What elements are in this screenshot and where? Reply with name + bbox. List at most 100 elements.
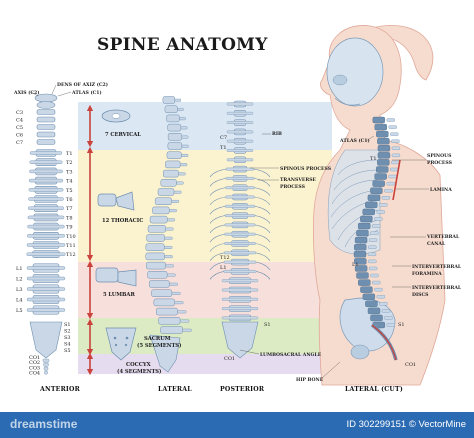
posterior-transverse-process [226, 177, 254, 179]
lateral-vertebra [151, 290, 171, 297]
process-l3 [27, 288, 65, 291]
cut-spinous-process [374, 288, 382, 291]
cut-vertebra [358, 223, 370, 229]
cut-vertebra [358, 280, 370, 286]
lateral-vertebra [161, 327, 183, 334]
coccyx-co4 [45, 371, 48, 374]
cut-vertebra [356, 273, 368, 279]
cut-spinous-process [377, 295, 385, 298]
cut-spinous-process [370, 274, 378, 277]
cervical-label: 7 CERVICAL [105, 132, 141, 138]
process-t4 [29, 179, 63, 182]
rib-label: RIB [272, 131, 282, 137]
cut-spinous-process [379, 203, 387, 206]
level-c4: C4 [16, 118, 23, 124]
lateral-vertebra [150, 216, 167, 223]
process-t9 [28, 225, 65, 228]
process-t1 [30, 152, 62, 155]
image-credit: ID 302299151 © VectorMine [347, 419, 467, 430]
cut-spinous-process [392, 154, 400, 157]
lateral-process [177, 311, 186, 314]
process-t8 [28, 216, 64, 219]
lateral-vertebra [154, 299, 175, 306]
cut-spinous-process [377, 210, 385, 213]
cut-canal-label-2: CANAL [427, 241, 446, 247]
vertebra-c3 [37, 110, 55, 115]
lateral-vertebra [161, 179, 177, 186]
sacrum-label: SACRUM [144, 336, 171, 342]
cut-l1: L1 [352, 262, 359, 268]
lateral-vertebra [163, 170, 178, 177]
level-c3: C3 [16, 110, 23, 116]
cut-spinous-process [374, 217, 382, 220]
transverse-process-label-2: PROCESS [280, 184, 306, 190]
coccyx-label: COCCYX [126, 362, 152, 368]
lateral-vertebra [168, 124, 181, 131]
posterior-transverse-process [227, 140, 253, 142]
vertebra-c4 [37, 117, 55, 122]
posterior-transverse-process [227, 121, 253, 123]
cut-vertebra [363, 209, 375, 215]
level-s3: S3 [64, 335, 71, 341]
vertebra-c6 [37, 132, 55, 137]
process-t7 [28, 207, 64, 210]
lateral-vertebra [165, 161, 180, 168]
lateral-process [166, 228, 174, 231]
cut-vertebra [360, 287, 372, 293]
posterior-transverse-process [224, 252, 256, 254]
posterior-transverse-process [225, 224, 255, 226]
lateral-process [178, 173, 185, 176]
cut-vertebra [365, 301, 377, 307]
cut-vertebra [356, 230, 368, 236]
cut-spinous-process [390, 168, 398, 171]
thoracic-label: 12 THORACIC [102, 218, 143, 224]
process-t5 [29, 188, 63, 191]
anterior-sacrum [30, 322, 62, 358]
posterior-transverse-process [222, 289, 258, 291]
cut-spinous-label-2: PROCESS [427, 160, 453, 166]
level-t6: T6 [66, 197, 73, 203]
lateral-vertebra [147, 235, 165, 242]
cut-spinous-process [372, 281, 380, 284]
lateral-process [181, 154, 188, 157]
lateral-process [182, 145, 189, 148]
lateral-vertebra [167, 115, 180, 122]
posterior-t12: T12 [220, 255, 230, 261]
spinous-process-label: SPINOUS PROCESS [280, 166, 332, 172]
level-t3: T3 [66, 169, 73, 175]
cut-spinous-process [389, 126, 397, 129]
posterior-transverse-process [226, 187, 255, 189]
sacrum-segments-label: (5 SEGMENTS) [137, 342, 182, 349]
posterior-transverse-process [225, 233, 256, 235]
cut-spinous-process [392, 147, 400, 150]
cut-spinous-process [391, 140, 399, 143]
lateral-process [180, 320, 189, 323]
lateral-vertebra [168, 133, 182, 140]
dreamstime-logo: dreamstime [10, 417, 77, 431]
posterior-t1: T1 [220, 145, 227, 151]
cut-vertebra [375, 124, 387, 130]
posterior-transverse-process [227, 103, 253, 105]
posterior-c7: C7 [220, 135, 227, 141]
cut-discs-label: INTERVERTEBRAL [412, 285, 462, 291]
cut-spinous-process [379, 302, 387, 305]
cut-vertebra [368, 308, 380, 314]
cut-vertebra [373, 117, 385, 123]
level-t9: T9 [66, 225, 73, 231]
cut-spinous-process [391, 161, 399, 164]
posterior-transverse-process [224, 242, 255, 244]
process-t11 [27, 244, 65, 247]
cut-spinous-process [387, 119, 395, 122]
view-posterior: POSTERIOR [220, 386, 265, 393]
level-s1: S1 [64, 322, 71, 328]
level-l4: L4 [16, 298, 23, 304]
level-t2: T2 [66, 160, 73, 166]
lumbosacral-angle-label: LUMBOSACRAL ANGLE [260, 352, 322, 358]
posterior-s1: S1 [264, 322, 271, 328]
view-anterior: ANTERIOR [39, 386, 81, 393]
cut-vertebra [365, 202, 377, 208]
posterior-transverse-process [227, 159, 253, 161]
vertebra-c7 [37, 140, 55, 145]
cut-vertebra [373, 181, 385, 187]
cut-co1: CO1 [405, 362, 416, 368]
